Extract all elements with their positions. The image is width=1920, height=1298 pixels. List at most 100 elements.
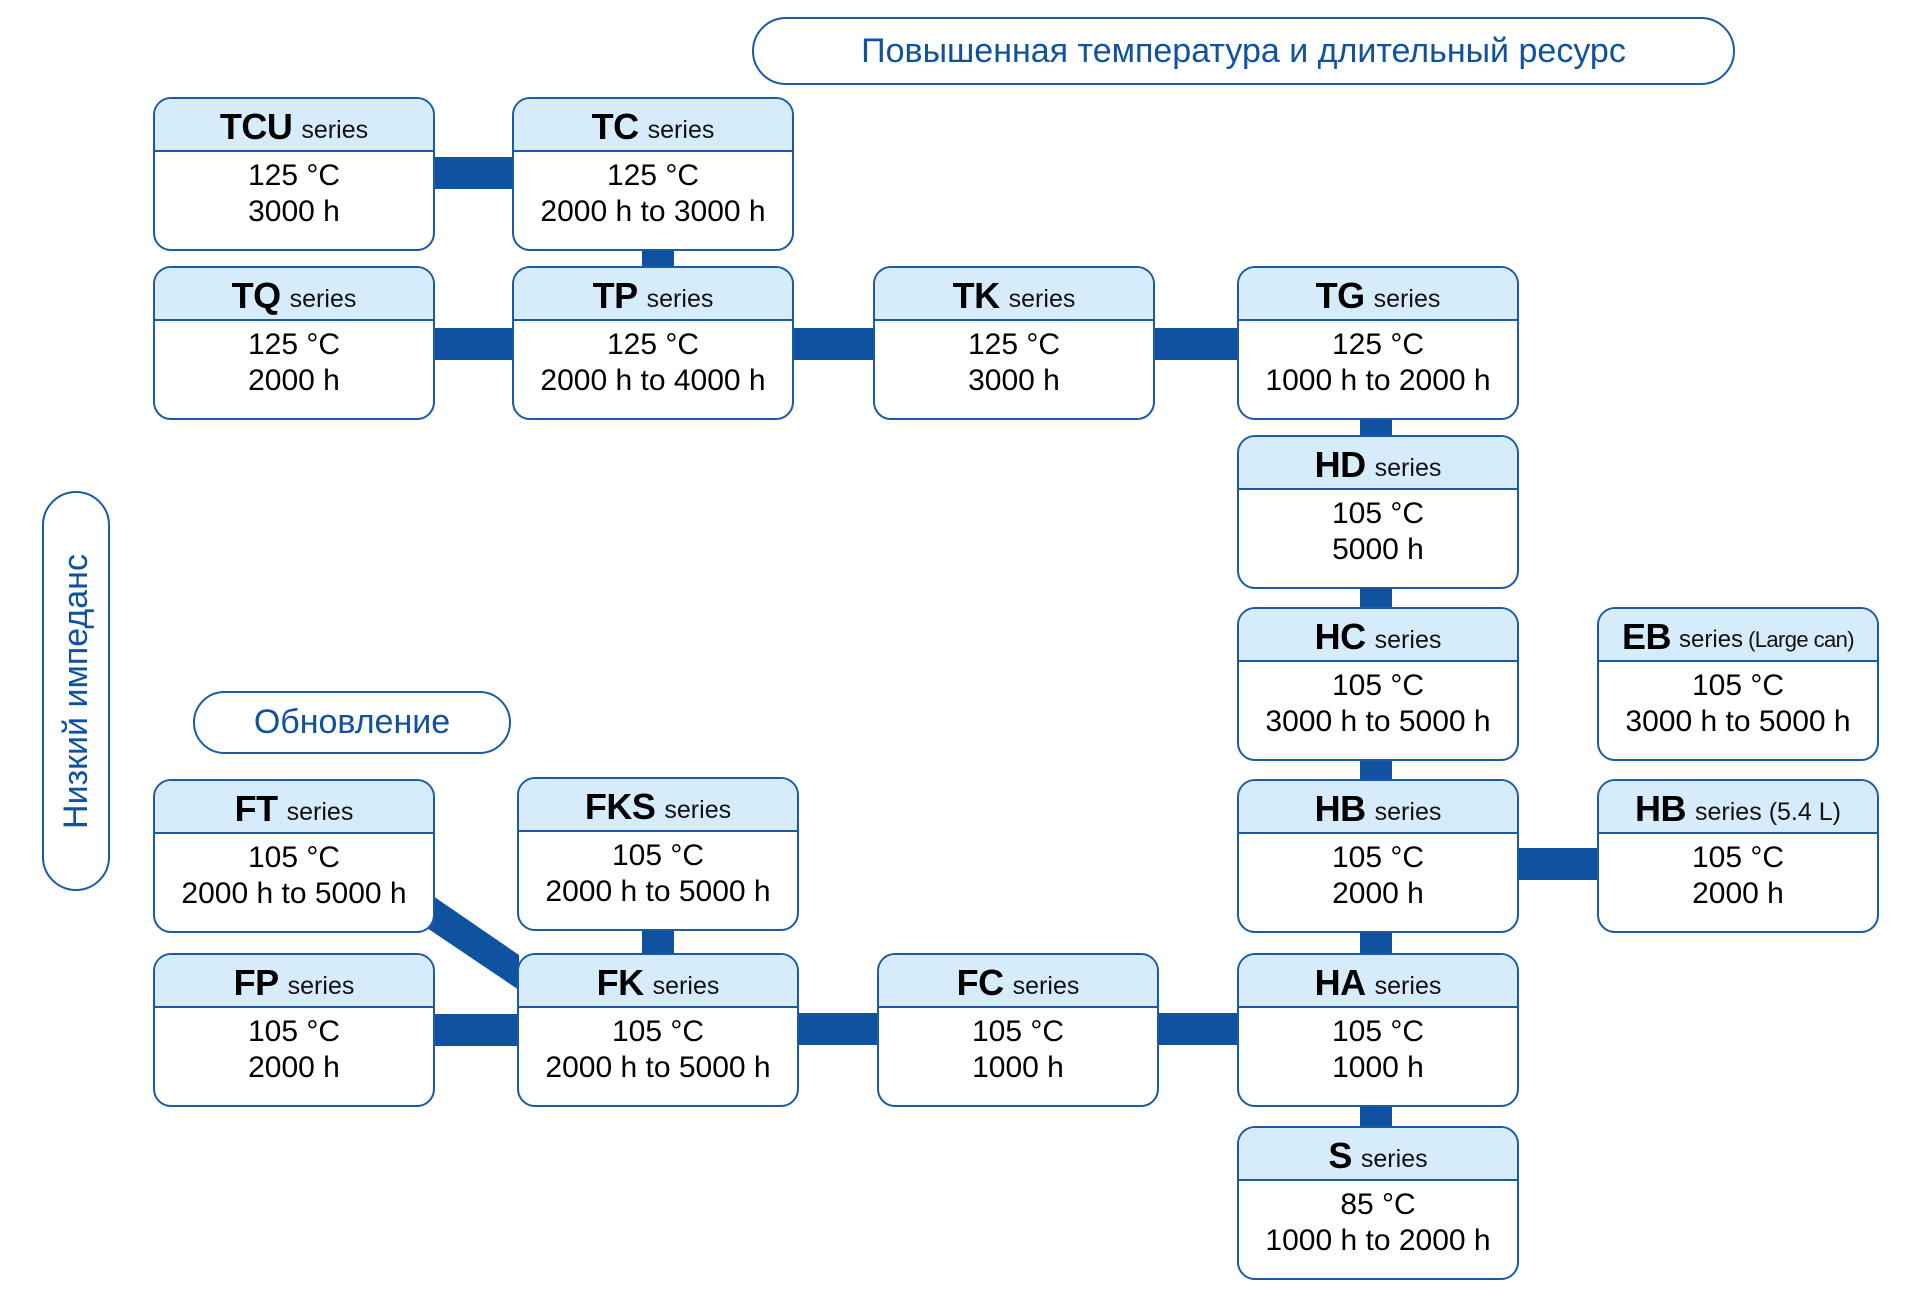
series-header: TCU series <box>155 99 433 152</box>
series-temperature: 105 °C <box>971 1015 1065 1048</box>
series-word: series <box>1008 285 1076 313</box>
connector-tk-tg <box>1155 328 1238 360</box>
connector-fc-ha <box>1158 1013 1239 1045</box>
series-lifetime: 2000 h <box>248 1051 340 1084</box>
series-lifetime: 2000 h to 3000 h <box>540 195 766 228</box>
update-label-text: Обновление <box>253 703 451 741</box>
connector-ha-s <box>1360 1105 1392 1128</box>
series-temperature: 125 °C <box>606 328 700 361</box>
series-code: FC <box>956 962 1005 1003</box>
series-word: series <box>1695 798 1762 826</box>
series-lifetime: 3000 h to 5000 h <box>1625 705 1851 738</box>
top-category-label: Повышенная температура и длительный ресу… <box>752 17 1735 85</box>
connector-tq-tp <box>435 328 513 360</box>
series-code: FK <box>596 962 645 1003</box>
series-code: TK <box>952 275 1001 316</box>
series-code: TCU <box>219 106 293 147</box>
series-code: TQ <box>231 275 282 316</box>
series-lifetime: 2000 h <box>1692 877 1784 910</box>
series-temperature: 105 °C <box>1331 497 1425 530</box>
connector-tp-tk <box>793 328 874 360</box>
series-temperature: 105 °C <box>1331 1015 1425 1048</box>
connector-tg-hd <box>1360 418 1392 437</box>
series-lifetime: 3000 h <box>248 195 340 228</box>
series-lifetime: 2000 h to 4000 h <box>540 364 766 397</box>
series-word: series <box>1373 285 1441 313</box>
connector-hb-hb54 <box>1518 848 1599 880</box>
series-code: TG <box>1315 275 1366 316</box>
series-lifetime: 1000 h <box>1332 1051 1424 1084</box>
series-temperature: 125 °C <box>247 328 341 361</box>
series-word: series <box>1012 972 1080 1000</box>
series-lifetime: 1000 h to 2000 h <box>1265 364 1491 397</box>
connector-fp-fk <box>434 1014 519 1046</box>
connector-tc-tp <box>642 250 674 268</box>
top-category-text: Повышенная температура и длительный ресу… <box>861 31 1626 70</box>
series-lifetime: 5000 h <box>1332 533 1424 566</box>
series-code: FT <box>234 788 278 829</box>
series-temperature: 125 °C <box>1331 328 1425 361</box>
connector-hd-hc <box>1360 586 1392 609</box>
series-code: EB <box>1622 616 1672 657</box>
series-lifetime: 3000 h <box>968 364 1060 397</box>
connector-hb-ha <box>1360 932 1392 955</box>
series-lifetime: 3000 h to 5000 h <box>1265 705 1491 738</box>
connector-hc-hb <box>1360 760 1392 781</box>
series-temperature: 105 °C <box>1691 841 1785 874</box>
series-temperature: 105 °C <box>1331 669 1425 702</box>
series-word: series <box>1679 626 1744 653</box>
left-category-text: Низкий импеданс <box>56 553 95 829</box>
series-lifetime: 1000 h to 2000 h <box>1265 1224 1491 1257</box>
series-word: series <box>646 285 714 313</box>
series-temperature: 105 °C <box>247 1015 341 1048</box>
series-word: series <box>301 116 369 144</box>
series-temperature: 85 °C <box>1340 1188 1416 1221</box>
series-code: S <box>1328 1135 1352 1176</box>
series-temperature: 105 °C <box>1691 669 1785 702</box>
series-code: HC <box>1314 616 1367 657</box>
series-word: series <box>1374 626 1442 654</box>
